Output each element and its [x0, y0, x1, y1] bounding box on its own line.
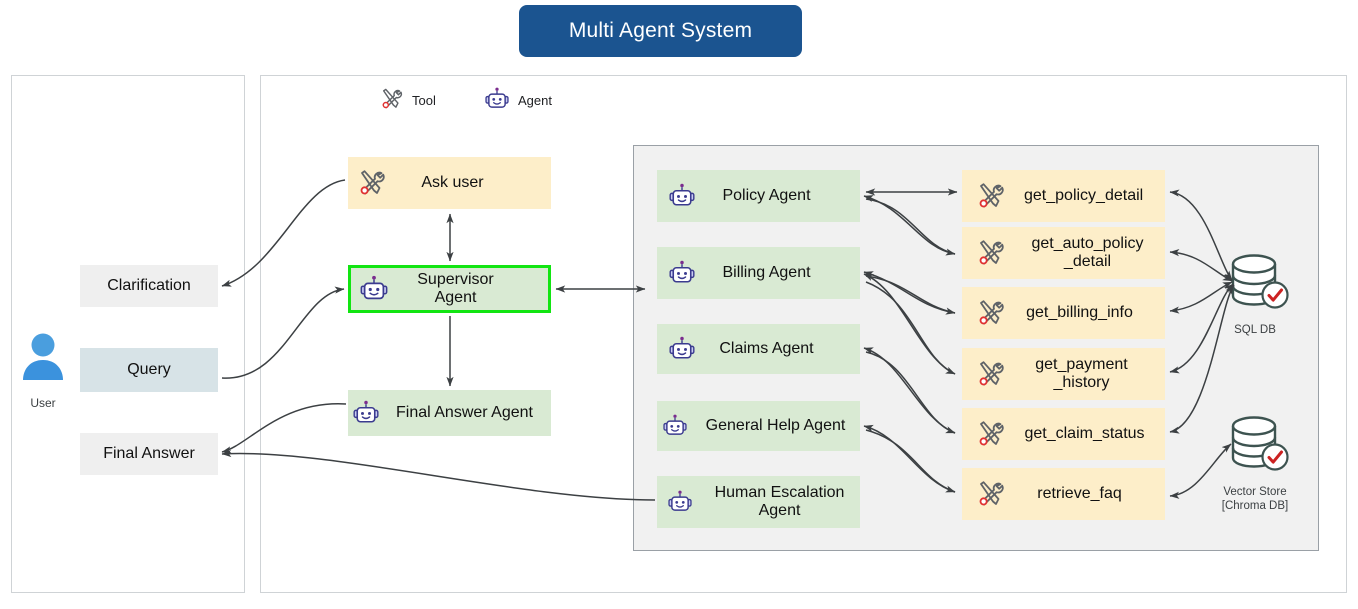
tool-icon [962, 358, 1018, 390]
datastore-sql-db[interactable]: SQL DB [1200, 250, 1310, 337]
node-human-escalation-agent[interactable]: Human Escalation Agent [657, 476, 860, 528]
agent-icon [657, 489, 703, 515]
io-label-final-answer: Final Answer [103, 444, 195, 462]
datastore-caption-vector-store: Vector Store [Chroma DB] [1221, 486, 1289, 513]
node-label-ask-user: Ask user [421, 173, 484, 191]
agent-icon [657, 413, 693, 439]
io-label-query: Query [127, 360, 171, 378]
tool-icon [962, 237, 1018, 269]
node-get-claim-status[interactable]: get_claim_status [962, 408, 1165, 460]
node-label-billing-agent: Billing Agent [722, 263, 811, 281]
node-get-billing-info[interactable]: get_billing_info [962, 287, 1165, 339]
node-label-get-policy-detail: get_policy_detail [1024, 186, 1144, 204]
node-label-get-payment-history: get_payment _history [1035, 355, 1128, 391]
user-panel [11, 75, 245, 593]
user-icon [23, 333, 63, 380]
io-box-final-answer[interactable]: Final Answer [80, 433, 218, 475]
tool-icon [962, 478, 1018, 510]
node-claims-agent[interactable]: Claims Agent [657, 324, 860, 374]
page-title: Multi Agent System [519, 5, 802, 57]
legend-item-agent: Agent [484, 86, 552, 115]
user-caption: User [30, 396, 56, 410]
node-label-retrieve-faq: retrieve_faq [1037, 484, 1122, 502]
datastore-vector-store[interactable]: Vector Store [Chroma DB] [1200, 412, 1310, 514]
node-get-auto-policy-detail[interactable]: get_auto_policy _detail [962, 227, 1165, 279]
io-box-query[interactable]: Query [80, 348, 218, 392]
node-general-help-agent[interactable]: General Help Agent [657, 401, 860, 451]
io-box-clarification[interactable]: Clarification [80, 265, 218, 307]
datastore-caption-sql-db: SQL DB [1234, 324, 1276, 336]
node-label-policy-agent: Policy Agent [722, 186, 811, 204]
tool-icon [378, 86, 404, 115]
io-label-clarification: Clarification [107, 276, 191, 294]
node-retrieve-faq[interactable]: retrieve_faq [962, 468, 1165, 520]
agent-icon [348, 399, 384, 427]
node-label-final-answer-agent: Final Answer Agent [396, 403, 533, 421]
tool-icon [962, 297, 1018, 329]
agent-icon [657, 259, 707, 287]
node-label-human-escalation-agent: Human Escalation Agent [714, 483, 845, 519]
agent-icon [484, 86, 510, 115]
tool-icon [962, 418, 1018, 450]
node-label-supervisor-agent: Supervisor Agent [417, 270, 494, 306]
database-icon [1231, 254, 1289, 309]
agent-icon [657, 182, 707, 210]
node-label-get-auto-policy-detail: get_auto_policy _detail [1031, 234, 1144, 270]
node-label-get-billing-info: get_billing_info [1026, 303, 1133, 321]
node-label-claims-agent: Claims Agent [719, 339, 814, 357]
node-final-answer-agent[interactable]: Final Answer Agent [348, 390, 551, 436]
agent-icon [657, 335, 707, 363]
tool-icon [962, 180, 1018, 212]
node-get-policy-detail[interactable]: get_policy_detail [962, 170, 1165, 222]
legend-item-tool: Tool [378, 86, 436, 115]
node-label-general-help-agent: General Help Agent [705, 416, 846, 434]
agent-icon [351, 274, 397, 304]
node-ask-user[interactable]: Ask user [348, 157, 551, 209]
node-label-get-claim-status: get_claim_status [1024, 424, 1145, 442]
tool-icon [348, 167, 394, 199]
database-icon [1231, 416, 1289, 471]
node-get-payment-history[interactable]: get_payment _history [962, 348, 1165, 400]
node-supervisor-agent[interactable]: Supervisor Agent [348, 265, 551, 313]
user-group: User [20, 330, 66, 410]
legend-label-tool: Tool [412, 93, 436, 108]
node-policy-agent[interactable]: Policy Agent [657, 170, 860, 222]
legend-label-agent: Agent [518, 93, 552, 108]
node-billing-agent[interactable]: Billing Agent [657, 247, 860, 299]
